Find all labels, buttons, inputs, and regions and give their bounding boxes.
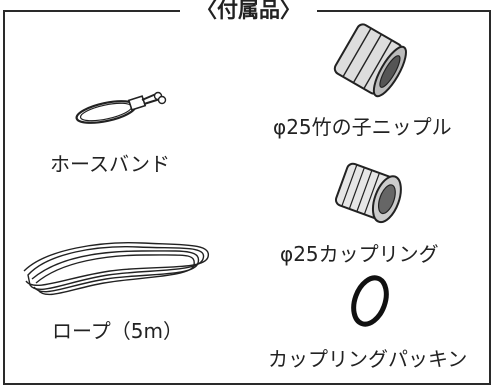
packing-label: カップリングパッキン [268, 347, 468, 371]
nipple-label: φ25竹の子ニップル [273, 115, 452, 139]
coupling-image [334, 162, 402, 224]
rope-label: ロープ（5m） [52, 319, 184, 343]
coupling-label: φ25カップリング [280, 242, 439, 266]
hose-band-image [75, 91, 167, 124]
nipple-image [333, 23, 407, 98]
page-title: 〈付属品〉 [180, 0, 317, 24]
hose-band-label: ホースバンド [50, 152, 170, 176]
packing-image [351, 275, 389, 327]
rope-image [23, 242, 209, 296]
